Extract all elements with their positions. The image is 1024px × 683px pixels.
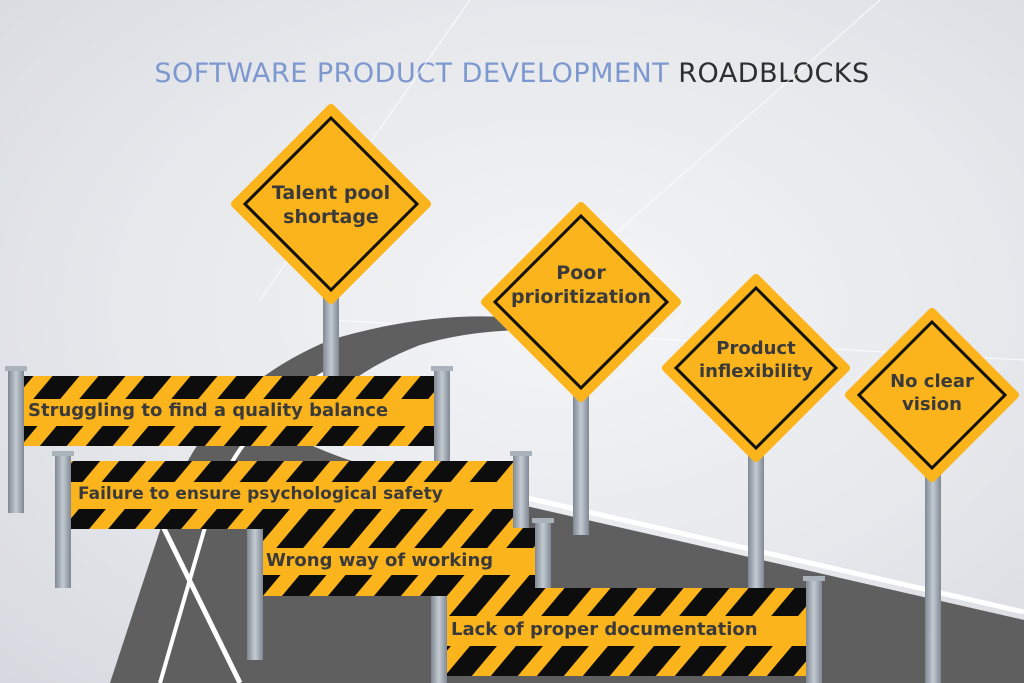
barrier-3 [263, 528, 535, 596]
sign-diamond-4 [845, 308, 1019, 482]
barrier-label-quality-balance: Struggling to find a quality balance [28, 400, 389, 421]
sign-talent-pool-shortage: Talent pool shortage [251, 182, 411, 230]
sign-line: Poor [556, 262, 606, 284]
barrier-posts [5, 366, 825, 683]
sign-product-inflexibility: Product inflexibility [676, 338, 836, 383]
sign-diamond-3 [662, 274, 850, 462]
barrier-4 [447, 588, 806, 676]
sign-line: prioritization [510, 285, 652, 308]
sign-no-clear-vision: No clear vision [862, 371, 1002, 416]
title-part-dark: ROADBLOCKS [678, 58, 870, 89]
barrier-label-wrong-way-of-working: Wrong way of working [266, 550, 494, 571]
sign-line: inflexibility [698, 360, 814, 382]
sign-diamond-1 [231, 104, 431, 304]
barrier-label-lack-of-documentation: Lack of proper documentation [451, 619, 758, 640]
barrier-1 [24, 376, 434, 446]
barrier-label-psychological-safety: Failure to ensure psychological safety [78, 484, 443, 504]
sign-line: Talent pool [271, 182, 391, 204]
sign-line: No clear [890, 371, 974, 392]
sign-line: shortage [283, 205, 379, 228]
barrier-2 [71, 461, 513, 529]
sign-line: vision [902, 393, 962, 415]
sign-line: Product [716, 338, 796, 359]
sign-diamond-2 [481, 202, 681, 402]
sign-poor-prioritization: Poor prioritization [496, 262, 666, 310]
